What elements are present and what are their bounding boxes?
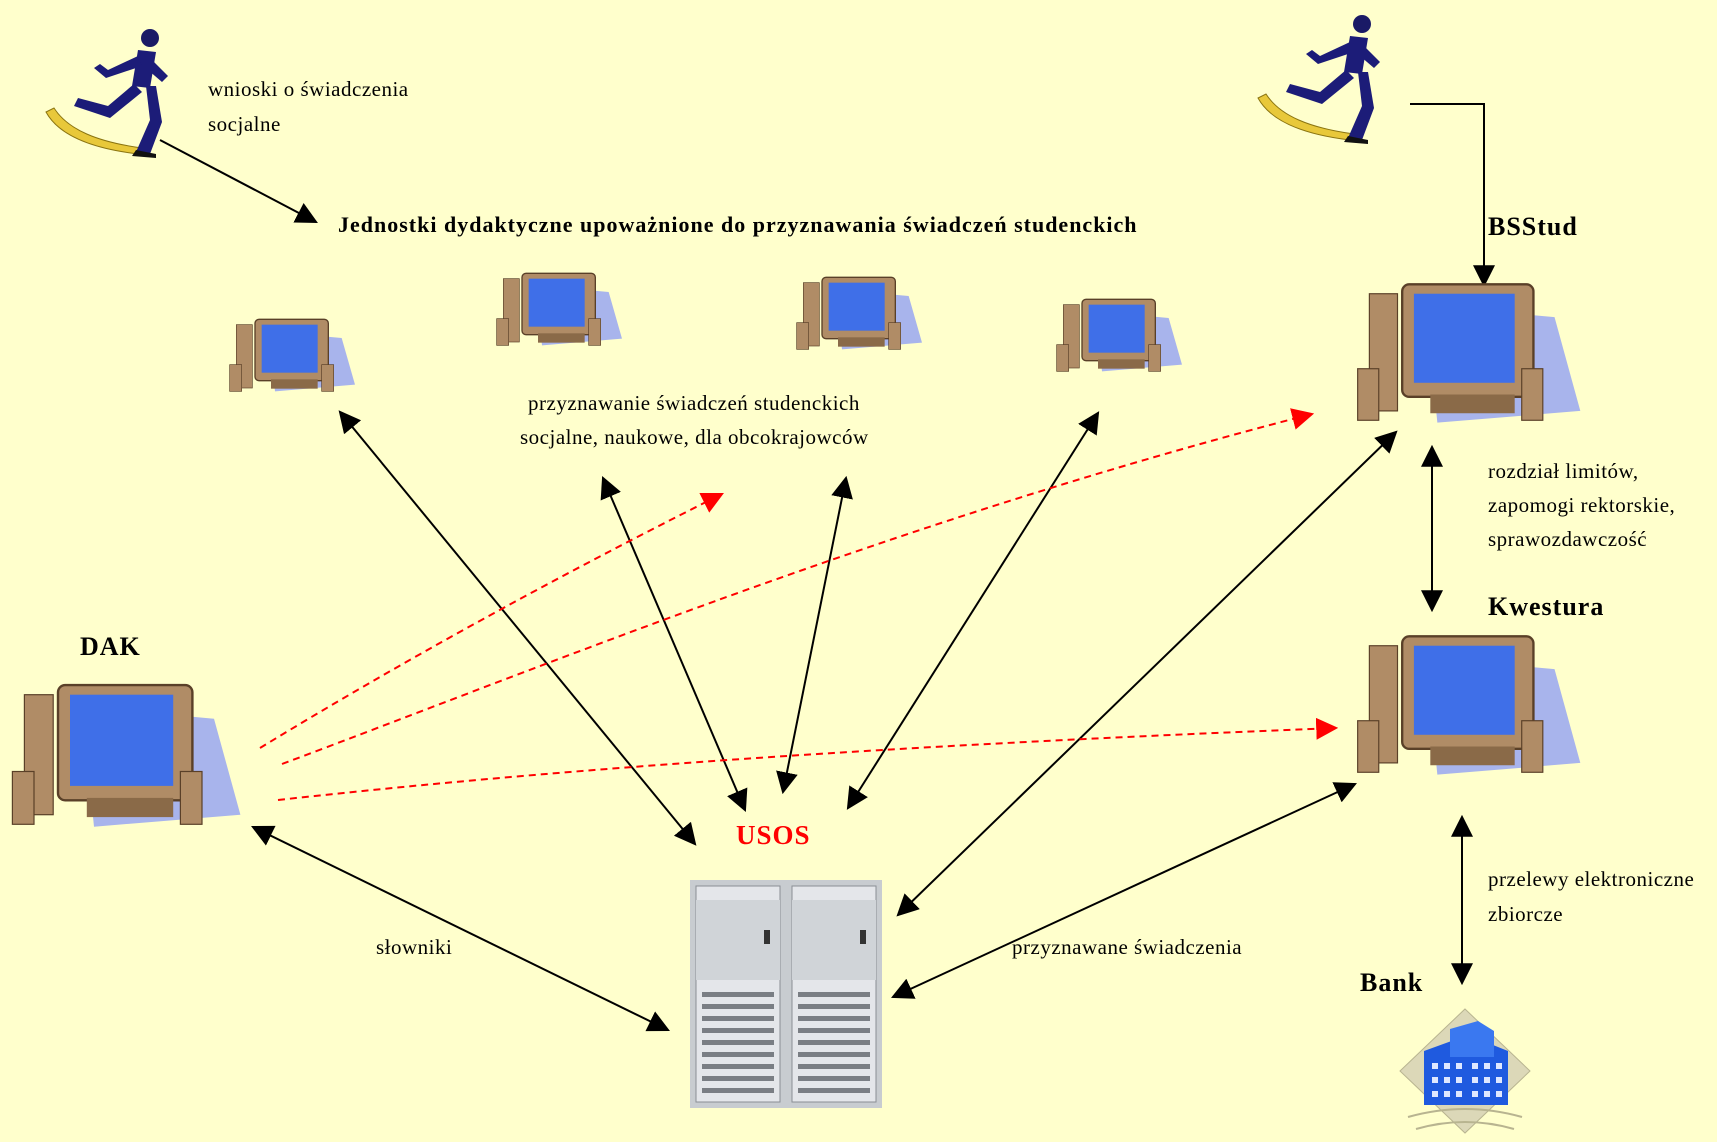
label-wnioski-line1: wnioski o świadczenia [208,77,409,101]
diagram-title: Jednostki dydaktyczne upoważnione do prz… [338,212,1138,237]
arrow-usos-pc4 [846,411,1100,810]
arrow-usos-pc2 [600,475,748,813]
arrow-usos-kwestura [891,782,1357,999]
dashed-arrow-dak-kwestura [277,717,1339,801]
desktop-computer-icon-faculty-2 [496,272,622,346]
label-slowniki: słowniki [376,935,453,959]
label-limity-line1: rozdział limitów, [1488,459,1639,483]
node-label-dak: DAK [80,632,141,661]
node-label-kwestura: Kwestura [1488,592,1605,621]
desktop-computer-icon-dak [11,683,241,827]
desktop-computer-icon-faculty-4 [1056,298,1182,372]
dashed-arrow-dak-bsstud [281,408,1315,765]
arrow-usos-bsstud [896,430,1398,917]
label-przyznawanie-line1: przyznawanie świadczeń studenckich [528,391,860,415]
node-label-bank: Bank [1360,968,1424,997]
label-przelewy-line2: zbiorcze [1488,902,1564,926]
label-limity-line3: sprawozdawczość [1488,527,1648,551]
arrow-usos-pc3 [776,475,853,795]
desktop-computer-icon-faculty-1 [229,318,355,392]
label-wnioski-line2: socjalne [208,112,281,136]
desktop-computer-icon-faculty-3 [796,276,922,350]
label-przelewy-line1: przelewy elektroniczne [1488,867,1695,891]
running-businessman-icon [45,29,168,158]
server-cabinet-icon [690,880,882,1108]
label-limity-line2: zapomogi rektorskie, [1488,493,1676,517]
running-businessman-icon-2 [1257,15,1380,144]
desktop-computer-icon-kwestura [1357,635,1581,775]
label-przyznawanie-line2: socjalne, naukowe, dla obcokrajowców [520,425,869,449]
label-przyznawane: przyznawane świadczenia [1012,935,1243,959]
dashed-arrow-dak-faculty [259,493,724,749]
arrow-wnioski [159,139,318,224]
node-label-usos: USOS [736,820,811,850]
arrow-usos-dak [251,825,670,1032]
desktop-computer-icon-bsstud [1357,283,1581,423]
bank-building-icon [1399,1008,1531,1134]
node-label-bsstud: BSStud [1488,212,1578,241]
arrow-runner-bsstud [1410,103,1495,288]
